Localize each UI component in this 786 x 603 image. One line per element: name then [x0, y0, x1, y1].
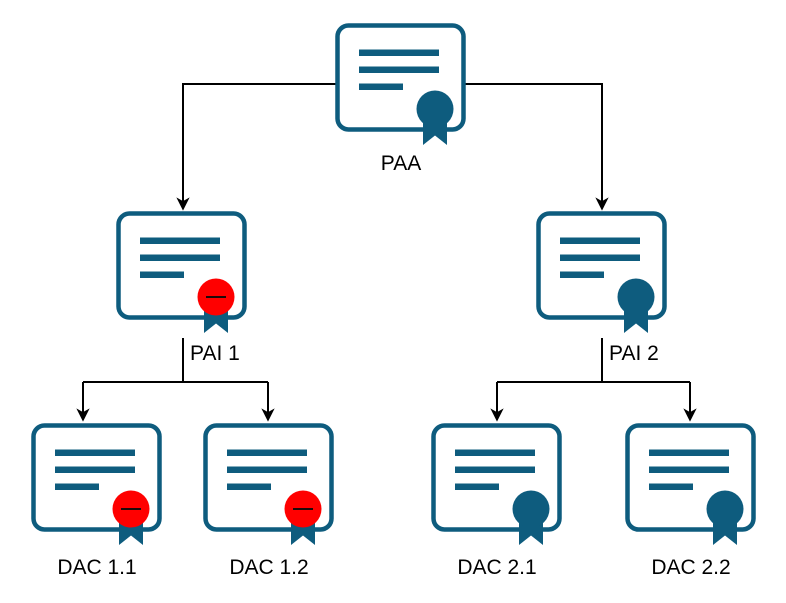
- certificate-text-line: [649, 483, 693, 490]
- node-label-paa: PAA: [380, 152, 422, 175]
- certificate-icon: [335, 23, 466, 145]
- certificate-text-line: [649, 466, 729, 473]
- cert-node-pai2: [536, 211, 668, 335]
- edge-paa-pai1: [176, 83, 337, 211]
- certificate-text-line: [560, 271, 604, 278]
- certificate-text-line: [55, 449, 135, 456]
- cert-node-dac21: [431, 423, 563, 547]
- certificate-text-line: [359, 49, 439, 56]
- certificate-text-line: [560, 254, 640, 261]
- cert-node-paa: [335, 23, 467, 147]
- cert-node-dac22: [625, 423, 757, 547]
- cert-node-dac12: [203, 423, 335, 547]
- edge-paa-pai2: [462, 83, 609, 211]
- certificate-text-line: [55, 483, 99, 490]
- certificate-text-line: [560, 237, 640, 244]
- certificate-text-line: [227, 466, 307, 473]
- edge-pai1-stem: [83, 338, 268, 383]
- certificate-text-line: [227, 483, 271, 490]
- certificate-text-line: [649, 449, 729, 456]
- edge-pai2-stem: [497, 338, 690, 383]
- node-label-dac11: DAC 1.1: [57, 556, 137, 579]
- cert-node-dac11: [31, 423, 163, 547]
- certificate-text-line: [227, 449, 307, 456]
- cert-node-pai1: [116, 211, 248, 335]
- certificate-icon: [203, 423, 334, 545]
- seal-icon: [512, 490, 550, 528]
- node-label-dac21: DAC 2.1: [457, 556, 537, 579]
- seal-icon: [706, 490, 744, 528]
- certificate-icon: [536, 211, 667, 333]
- certificate-text-line: [140, 254, 220, 261]
- node-label-pai2: PAI 2: [609, 342, 659, 365]
- certificate-text-line: [455, 466, 535, 473]
- certificate-text-line: [359, 83, 403, 90]
- certificate-text-line: [455, 483, 499, 490]
- node-label-dac12: DAC 1.2: [229, 556, 309, 579]
- certificate-text-line: [140, 237, 220, 244]
- certificate-text-line: [140, 271, 184, 278]
- node-label-dac22: DAC 2.2: [651, 556, 731, 579]
- certificate-icon: [625, 423, 756, 545]
- certificate-icon: [116, 211, 247, 333]
- seal-icon: [617, 278, 655, 316]
- node-label-pai1: PAI 1: [190, 342, 240, 365]
- certificate-icon: [431, 423, 562, 545]
- certificate-text-line: [455, 449, 535, 456]
- seal-icon: [416, 90, 454, 128]
- certificate-icon: [31, 423, 162, 545]
- certificate-text-line: [359, 66, 439, 73]
- certificate-text-line: [55, 466, 135, 473]
